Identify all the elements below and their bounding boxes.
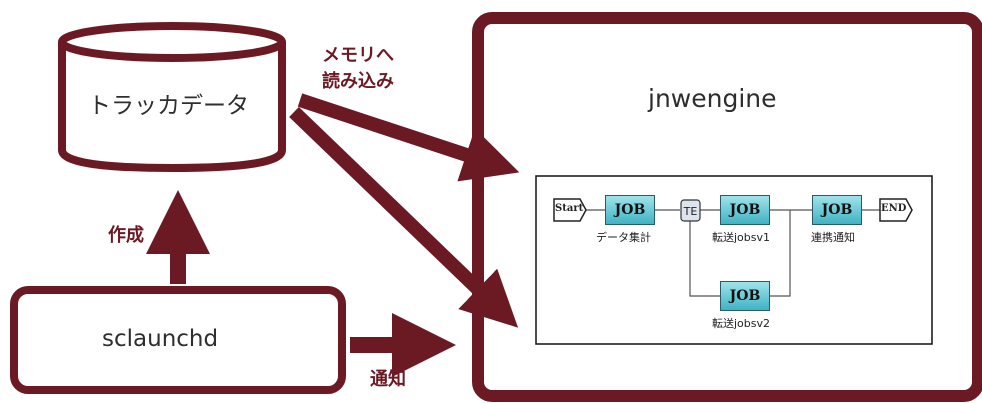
load-label-line2: 読み込み [322, 71, 394, 92]
job-name-link-notify: 連携通知 [811, 231, 855, 244]
load-arrow-upper [297, 93, 520, 182]
job-box-data-aggregation[interactable]: JOB [605, 195, 655, 225]
job-name-data-aggregation: データ集計 [596, 231, 651, 244]
datastore-label: トラッカデータ [88, 93, 249, 119]
end-label: END [881, 203, 907, 214]
load-label-line1: メモリへ [322, 45, 394, 66]
branch-node: TE [680, 199, 701, 222]
start-label: Start [555, 203, 584, 214]
jnwengine-label: jnwengine [648, 84, 777, 113]
tracker-data-store [58, 22, 286, 173]
sclaunchd-box [10, 286, 346, 394]
start-node [553, 198, 587, 222]
notify-label: 通知 [370, 369, 406, 390]
job-name-transfer-sv2: 転送jobsv2 [712, 317, 771, 330]
sclaunchd-label: sclaunchd [102, 326, 219, 352]
create-label: 作成 [108, 225, 144, 246]
job-box-link-notify[interactable]: JOB [812, 195, 862, 225]
load-arrow-lower [289, 106, 519, 328]
job-name-transfer-sv1: 転送jobsv1 [712, 231, 771, 244]
flow-connectors [585, 209, 880, 297]
job-box-transfer-sv2[interactable]: JOB [720, 281, 770, 311]
svg-text:TE: TE [683, 205, 698, 218]
job-box-transfer-sv1[interactable]: JOB [720, 195, 770, 225]
end-node [879, 198, 913, 222]
